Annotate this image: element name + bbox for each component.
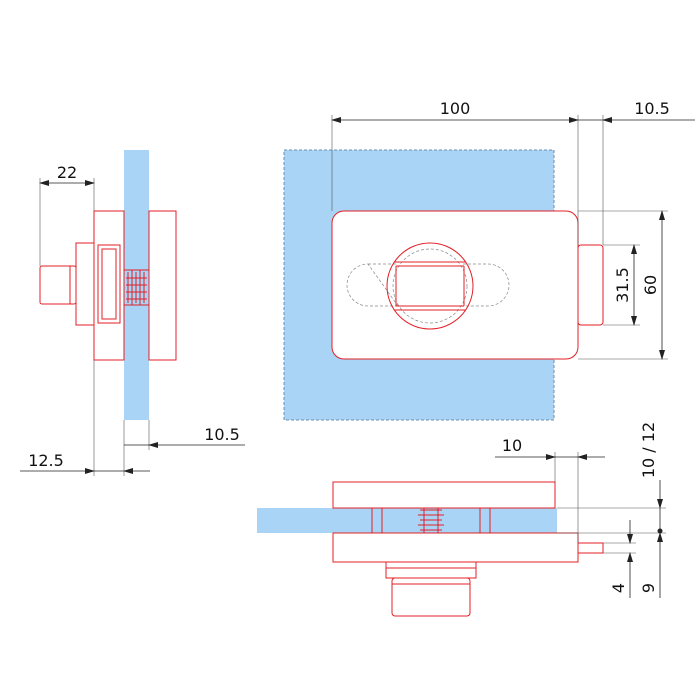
dim-label-keep-width: 10 <box>502 436 522 455</box>
front-turn-bar <box>395 265 465 307</box>
side-knob-flange <box>97 244 121 324</box>
front-turn-bar-edge <box>394 261 466 311</box>
section-knob <box>391 577 471 617</box>
front-lock-plate <box>331 210 579 360</box>
front-view: 100 10.5 31.5 60 <box>283 99 695 421</box>
dim-glass-thickness-dot <box>657 528 663 534</box>
front-keeper-tab <box>577 244 604 326</box>
section-view: 10 10 / 12 4 9 <box>257 422 666 617</box>
side-knob <box>39 265 77 305</box>
section-screw <box>416 507 446 534</box>
dim-label-glass-offset: 10.5 <box>204 425 240 444</box>
dim-label-glass-thickness: 10 / 12 <box>639 422 658 478</box>
dim-label-keep-gap: 4 <box>609 583 628 593</box>
side-flange-inner <box>101 248 117 320</box>
dim-label-knob-projection: 22 <box>57 163 77 182</box>
side-knob-collar <box>75 242 95 326</box>
section-knob-collar <box>385 561 477 579</box>
dim-label-plate-length: 100 <box>440 99 471 118</box>
dim-label-slot-spacing: 31.5 <box>613 267 632 303</box>
side-inner-plate <box>148 210 177 361</box>
side-view: 22 10.5 12.5 <box>20 150 245 476</box>
side-screw <box>124 269 149 306</box>
front-turn-hidden-ring <box>392 248 468 324</box>
front-turn-ring <box>386 242 474 330</box>
section-glass-panel <box>257 508 557 533</box>
dim-label-plate-thickness: 12.5 <box>28 451 64 470</box>
section-top-plate <box>332 481 556 509</box>
dim-label-plate-overhang: 10.5 <box>634 99 670 118</box>
dim-label-plate-height: 60 <box>641 275 660 295</box>
section-bottom-plate <box>332 532 579 563</box>
section-keeper <box>577 542 604 554</box>
dim-label-keep-depth: 9 <box>639 583 658 593</box>
